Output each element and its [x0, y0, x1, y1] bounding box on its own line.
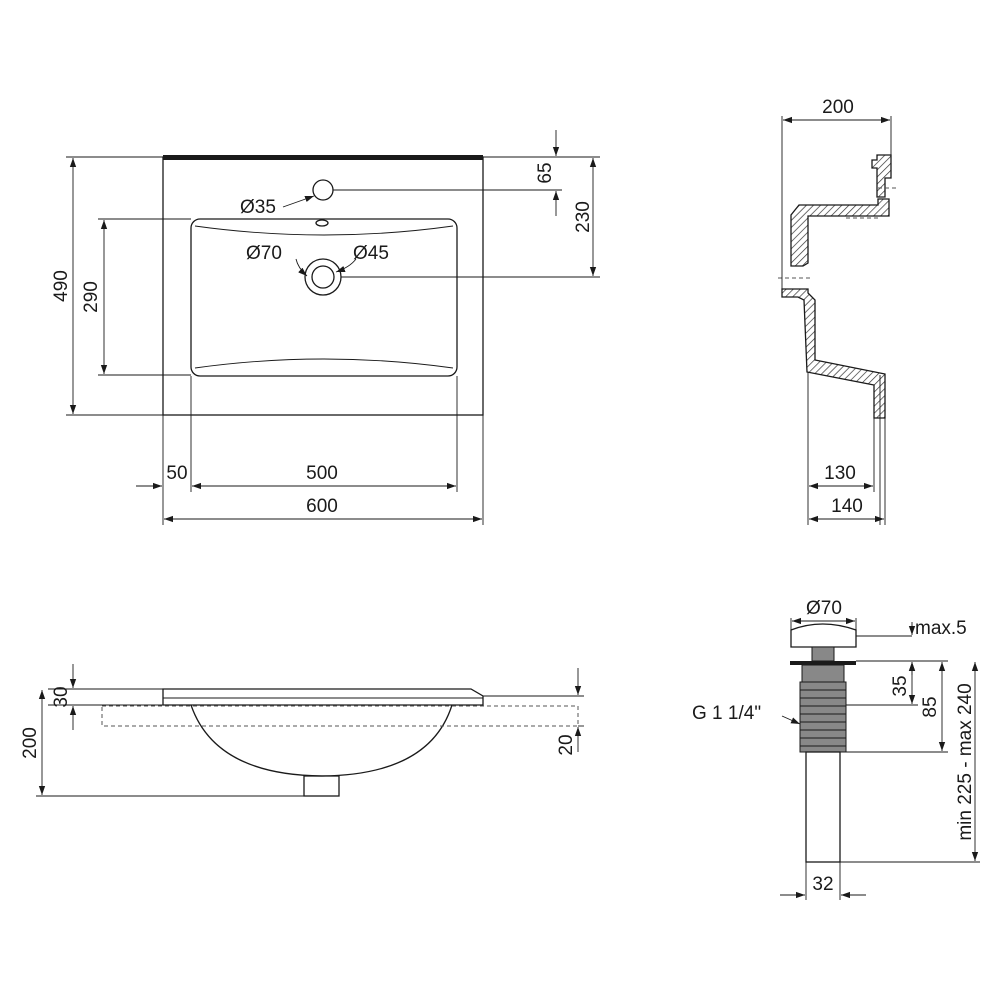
dim-65: 65	[535, 162, 556, 183]
front-view: 30 200 20	[20, 664, 584, 797]
dim-290: 290	[81, 281, 102, 313]
drain-detail-view: Ø70 max.5 35 85 min 225 - max 240 G 1 1/…	[692, 598, 980, 900]
bowl-outline	[190, 218, 458, 377]
front-drain-stub	[303, 775, 340, 797]
dim-20: 20	[556, 734, 577, 755]
section-upper-profile	[790, 198, 890, 267]
label-thread: G 1 1/4"	[692, 703, 761, 724]
dim-500: 500	[306, 463, 338, 484]
front-hidden-outline	[101, 705, 579, 727]
dim-85: 85	[920, 696, 941, 717]
label-drain-outer: Ø70	[246, 243, 282, 264]
drain-thread-upper	[801, 664, 845, 683]
dim-30: 30	[51, 686, 72, 707]
dim-230: 230	[573, 201, 594, 233]
dim-200-front: 200	[20, 727, 41, 759]
dim-200-side: 200	[822, 97, 854, 118]
label-cap-max: max.5	[915, 618, 967, 639]
dim-600: 600	[306, 496, 338, 517]
thread-lines	[800, 689, 846, 747]
dim-140: 140	[831, 496, 863, 517]
drain-body	[799, 681, 847, 753]
dim-50: 50	[166, 463, 187, 484]
tap-hole	[312, 179, 334, 201]
side-section-view: 200 130 140	[778, 97, 896, 525]
label-cap-diameter: Ø70	[806, 598, 842, 619]
top-view: 490 290 65 230 50 500 600 Ø35 Ø70	[51, 130, 600, 525]
drain-cap	[790, 623, 857, 648]
dim-length-range: min 225 - max 240	[955, 683, 976, 840]
drain-inner	[311, 265, 335, 289]
drain-outer	[304, 258, 342, 296]
front-basin-bowl	[190, 704, 453, 777]
section-lower-profile	[781, 288, 886, 419]
section-back-wall	[871, 154, 892, 198]
label-tap-hole: Ø35	[240, 197, 276, 218]
dim-490: 490	[51, 270, 72, 302]
front-basin-rim	[162, 688, 484, 706]
drain-flange	[790, 661, 856, 665]
bowl-curve-bottom	[194, 358, 454, 369]
bowl-curve-top	[194, 225, 454, 236]
dim-35: 35	[890, 675, 911, 696]
label-drain-inner: Ø45	[353, 243, 389, 264]
drain-cap-stem	[811, 646, 835, 662]
basin-rim-back	[163, 155, 483, 160]
dim-130: 130	[824, 463, 856, 484]
drain-pipe	[805, 751, 841, 863]
overflow-hole	[315, 219, 329, 227]
dim-32: 32	[812, 874, 833, 895]
